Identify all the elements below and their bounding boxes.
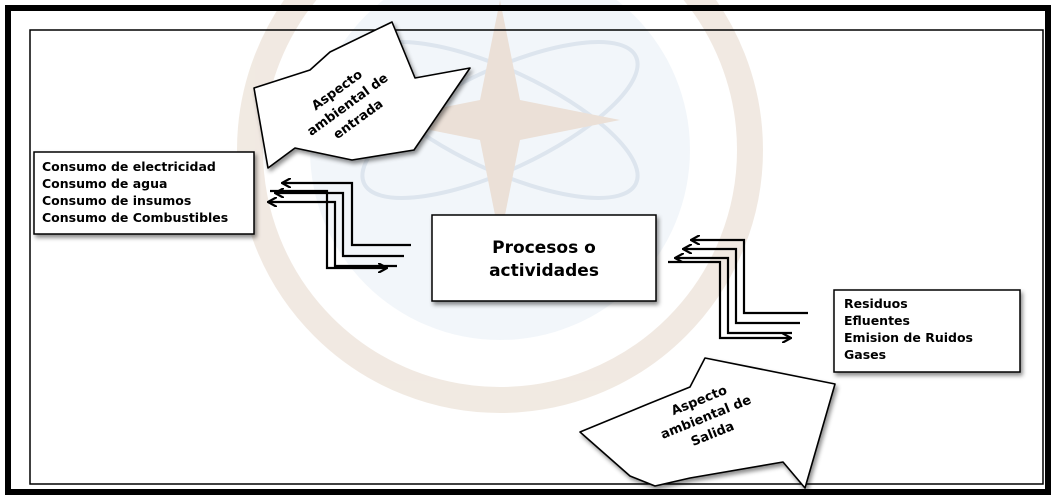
connector-line-7: [676, 258, 792, 335]
outputs-line-4: Gases: [844, 347, 886, 362]
watermark-seal-outer: [237, 0, 763, 413]
outputs-box: [833, 289, 1021, 373]
connector-line-5: [692, 240, 808, 315]
connector-line-3: [269, 202, 397, 268]
inputs-line-2: Consumo de agua: [42, 176, 167, 191]
process-line-1: Procesos o: [492, 238, 596, 258]
inputs-box: [33, 151, 255, 235]
connector-line-4: [270, 189, 386, 268]
outputs-line-3: Emision de Ruidos: [844, 330, 973, 345]
input-aspect-arrow: [253, 21, 471, 169]
process-box: [431, 214, 657, 302]
connector-line-2: [276, 193, 404, 258]
inputs-line-4: Consumo de Combustibles: [42, 210, 228, 225]
connector-line-8: [668, 260, 790, 338]
process-line-2: actividades: [489, 261, 599, 281]
watermark-orbit-1: [360, 40, 640, 200]
diagram-frame-outer: [5, 5, 1051, 495]
outputs-line-2: Efluentes: [844, 313, 910, 328]
connector-process-outputs: [668, 240, 808, 338]
connector-inputs-process: [269, 183, 411, 268]
output-aspect-arrow: [579, 357, 836, 489]
diagram-frame-inner: [29, 29, 1044, 485]
inputs-line-1: Consumo de electricidad: [42, 159, 216, 174]
outputs-line-1: Residuos: [844, 296, 908, 311]
connector-line-6: [684, 249, 800, 325]
watermark-compass-star: [380, 0, 620, 240]
connector-line-1: [283, 183, 411, 247]
inputs-line-3: Consumo de insumos: [42, 193, 191, 208]
